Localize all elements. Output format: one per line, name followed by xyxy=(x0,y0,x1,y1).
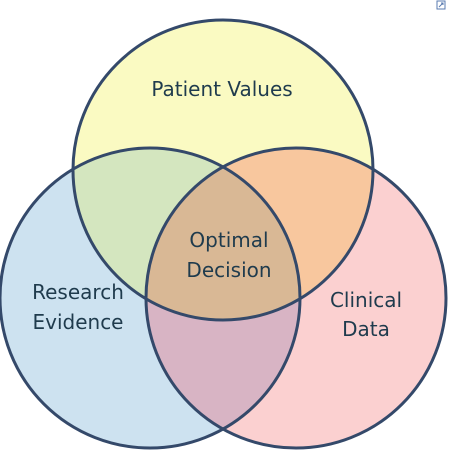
research-evidence-label-line2: Evidence xyxy=(32,310,123,334)
research-evidence-label-line1: Research xyxy=(32,280,124,304)
resize-corner-icon xyxy=(436,0,446,10)
research-evidence-circle-outline xyxy=(0,146,302,450)
optimal-decision-region xyxy=(146,148,300,320)
clinical-data-label-line1: Clinical xyxy=(330,288,402,312)
clinical-data-circle-outline xyxy=(144,146,448,450)
optimal-decision-label-line2: Decision xyxy=(186,258,271,282)
patient-values-label: Patient Values xyxy=(151,77,292,101)
optimal-decision-label-line1: Optimal xyxy=(189,228,268,252)
circle-outlines xyxy=(0,18,448,450)
clinical-data-label-line2: Data xyxy=(342,317,390,341)
